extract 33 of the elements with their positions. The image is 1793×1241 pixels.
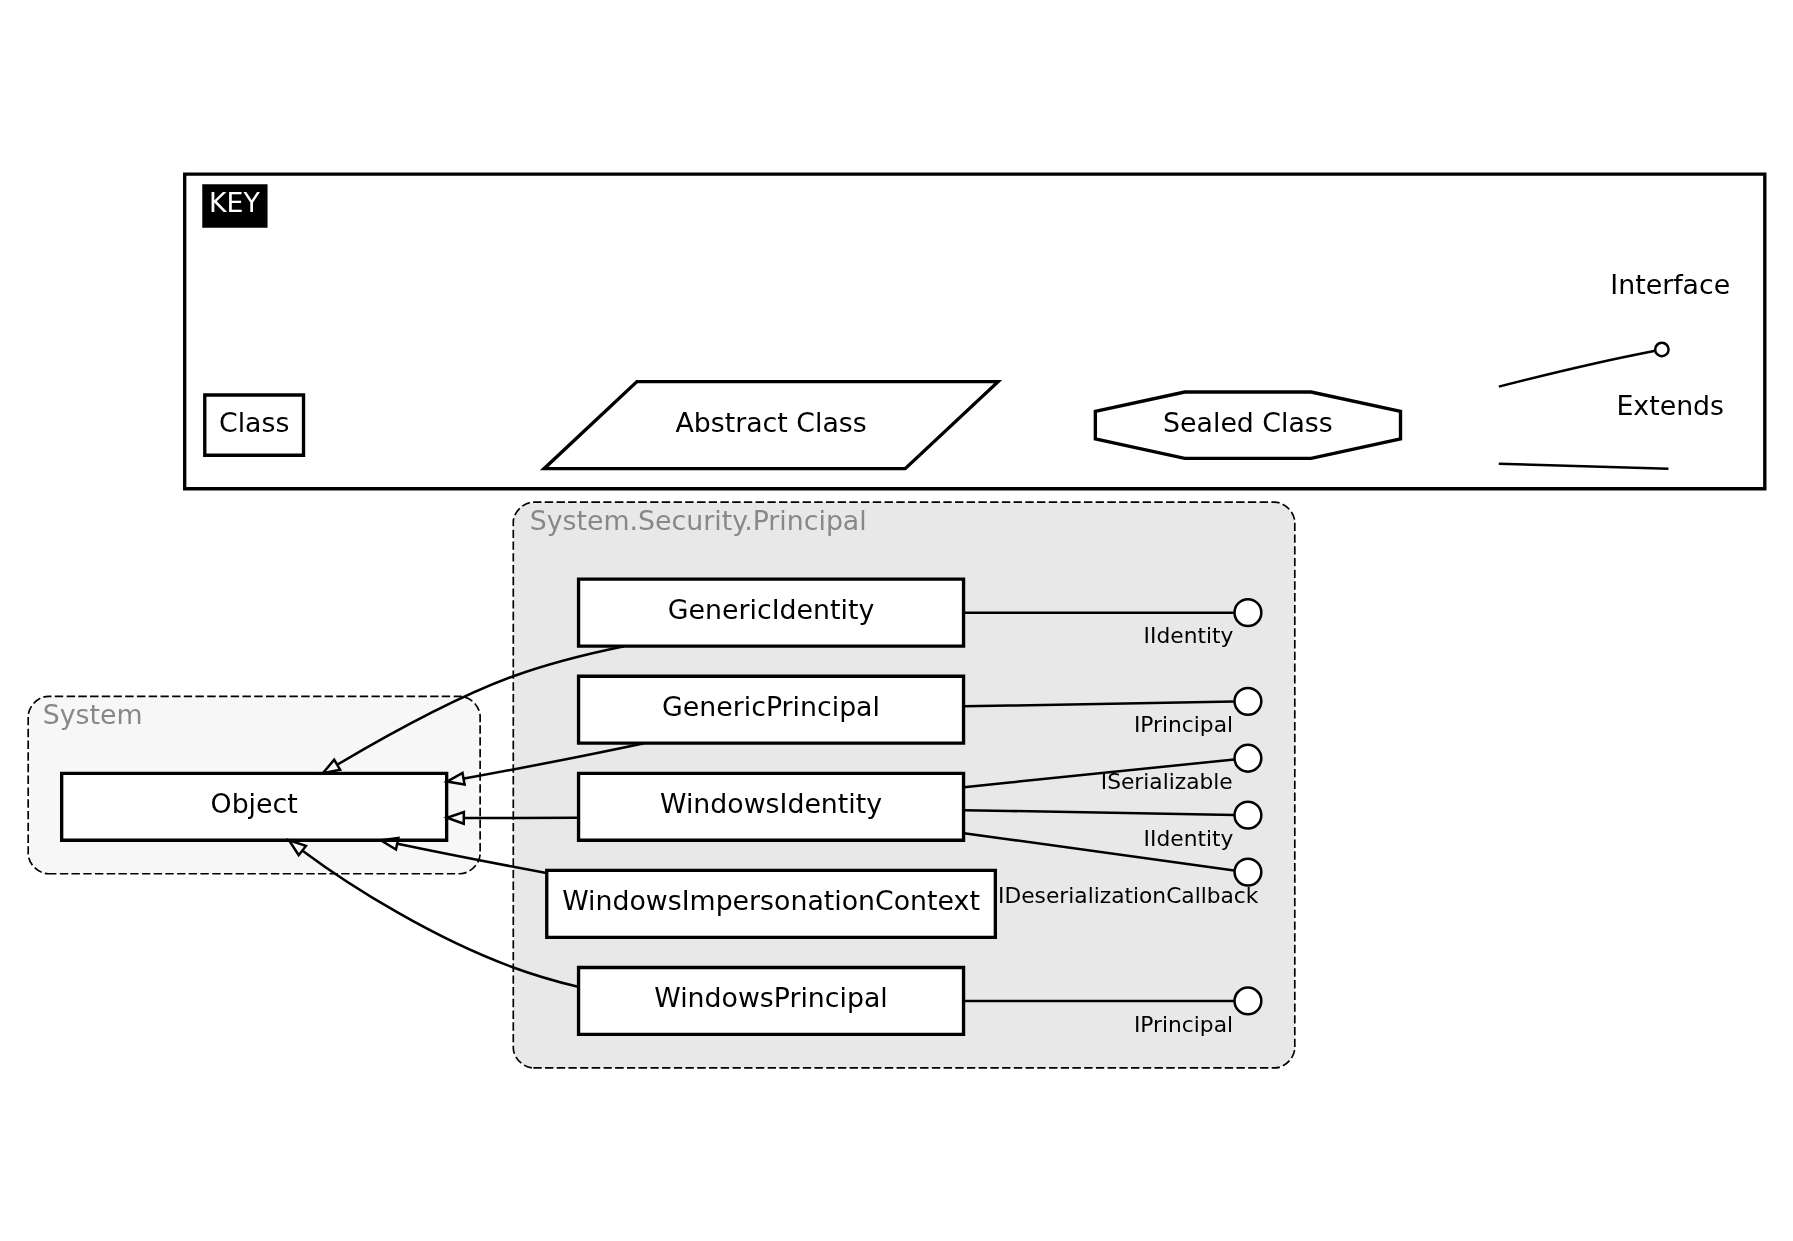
- node-circle: [1233, 800, 1263, 830]
- legend-label: Interface: [1610, 268, 1731, 300]
- node-box: GenericPrincipal: [576, 674, 966, 745]
- node-box: Object: [60, 771, 449, 842]
- node-circle: [1233, 743, 1263, 773]
- node-circle: [1233, 856, 1263, 887]
- arrow: [319, 644, 625, 775]
- node-circle: [1233, 686, 1263, 716]
- legend-label: Sealed Class: [1163, 406, 1333, 438]
- node-label: IPrincipal: [1133, 711, 1234, 737]
- node-box: WindowsPrincipal: [576, 965, 966, 1036]
- connector: [963, 808, 1235, 816]
- legend-label: Extends: [1616, 389, 1725, 421]
- node-box: WindowsIdentity: [576, 771, 966, 842]
- connector: [963, 699, 1235, 708]
- node-circle: [1233, 985, 1263, 1016]
- connector: [963, 757, 1235, 788]
- arrow: [286, 837, 579, 988]
- node-label: IDeserializationCallback: [998, 882, 1259, 908]
- node-box: GenericIdentity: [576, 576, 966, 648]
- legend-label: Abstract Class: [675, 406, 867, 438]
- node-label: ISerializable: [1100, 768, 1233, 794]
- connector: [963, 999, 1235, 1002]
- legend-label: Class: [218, 406, 290, 438]
- arrow: [443, 809, 579, 826]
- node-circle: [1233, 597, 1263, 627]
- node-label: IIdentity: [1143, 825, 1234, 851]
- node-box: WindowsImpersonationContext: [545, 868, 998, 939]
- node-label: IPrincipal: [1133, 1011, 1234, 1037]
- connector: [963, 610, 1235, 614]
- node-label: IIdentity: [1143, 622, 1234, 648]
- connector: [963, 831, 1235, 872]
- arrow: [443, 741, 645, 786]
